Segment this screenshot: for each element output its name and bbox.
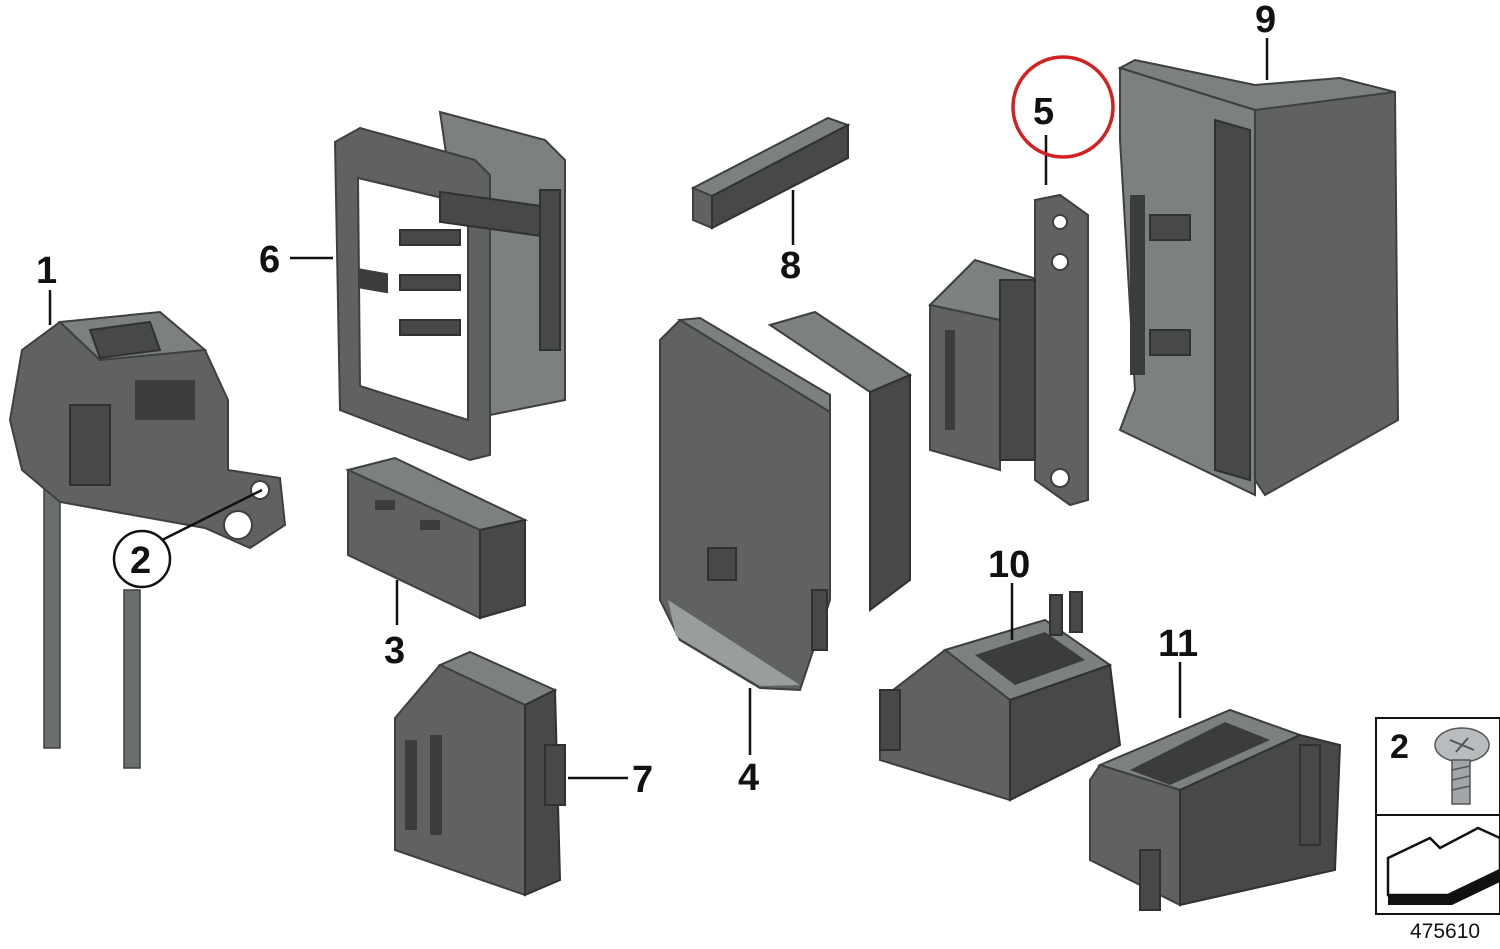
svg-text:11: 11 [1158, 623, 1198, 665]
part-10-clip-holder[interactable] [879, 591, 1122, 802]
svg-text:5: 5 [1033, 91, 1054, 133]
callout-10: 10 [988, 544, 1030, 640]
svg-text:2: 2 [1390, 728, 1409, 766]
callout-3: 3 [384, 580, 405, 672]
callout-5-highlighted: 5 [1011, 55, 1115, 185]
screw-icon [1434, 727, 1490, 805]
part-3-connector-block[interactable] [344, 456, 529, 620]
svg-text:3: 3 [384, 630, 405, 672]
svg-text:9: 9 [1255, 0, 1276, 41]
part-11-clip-holder[interactable] [1089, 708, 1342, 911]
part-5-bracket-connector[interactable] [927, 193, 1089, 507]
callout-1: 1 [36, 250, 57, 325]
part-4-socket-housing[interactable] [659, 310, 913, 692]
part-6-holder-frame[interactable] [333, 110, 566, 462]
part-9-cover[interactable] [1117, 58, 1400, 497]
svg-text:475610: 475610 [1410, 920, 1480, 943]
callout-8: 8 [780, 190, 801, 287]
callout-7: 7 [568, 759, 653, 801]
svg-text:1: 1 [36, 250, 57, 292]
callout-4: 4 [738, 688, 759, 799]
svg-text:8: 8 [780, 245, 801, 287]
svg-text:2: 2 [130, 540, 151, 582]
svg-text:6: 6 [259, 239, 280, 281]
part-8-pin-strip[interactable] [690, 116, 851, 230]
svg-text:10: 10 [988, 544, 1030, 586]
part-1-connector-bracket[interactable] [8, 310, 287, 769]
highlight-circle [1011, 55, 1115, 159]
callout-9: 9 [1255, 0, 1276, 80]
callout-2: 2 [112, 488, 263, 589]
svg-text:7: 7 [632, 759, 653, 801]
svg-text:4: 4 [738, 757, 759, 799]
callout-6: 6 [259, 239, 333, 281]
legend-box: 2 475610 [1375, 717, 1500, 943]
callout-11: 11 [1158, 623, 1198, 718]
part-7-plug-connector[interactable] [394, 650, 566, 897]
arrow-icon [1386, 826, 1500, 905]
